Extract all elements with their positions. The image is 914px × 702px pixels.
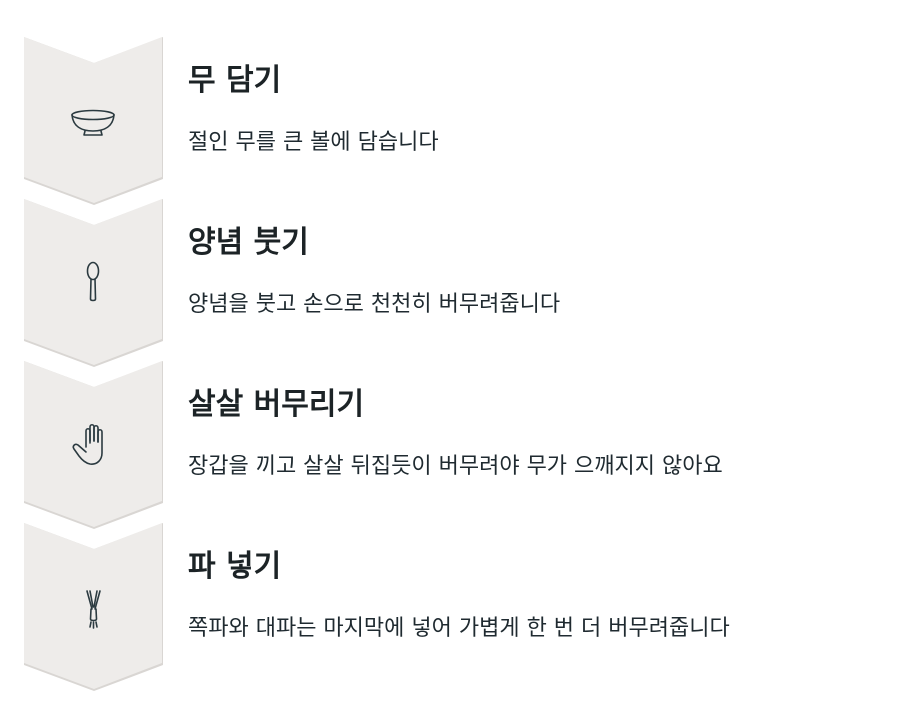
step-chevron-badge [24,523,165,693]
step-description: 쪽파와 대파는 마지막에 넣어 가볍게 한 번 더 버무려줍니다 [188,616,730,641]
step-4: 파 넣기 쪽파와 대파는 마지막에 넣어 가볍게 한 번 더 버무려줍니다 [0,523,914,693]
step-1: 무 담기 절인 무를 큰 볼에 담습니다 [0,37,914,207]
step-description: 절인 무를 큰 볼에 담습니다 [188,130,439,155]
step-2: 양념 붓기 양념을 붓고 손으로 천천히 버무려줍니다 [0,199,914,369]
step-chevron-badge [24,37,165,207]
step-description: 장갑을 끼고 살살 뒤집듯이 버무려야 무가 으깨지지 않아요 [188,454,723,479]
step-chevron-badge [24,199,165,369]
step-title: 무 담기 [188,63,282,98]
step-title: 파 넣기 [188,549,282,584]
step-description: 양념을 붓고 손으로 천천히 버무려줍니다 [188,292,561,317]
step-title: 양념 붓기 [188,225,309,260]
step-title: 살살 버무리기 [188,387,365,422]
step-3: 살살 버무리기 장갑을 끼고 살살 뒤집듯이 버무려야 무가 으깨지지 않아요 [0,361,914,531]
step-chevron-badge [24,361,165,531]
